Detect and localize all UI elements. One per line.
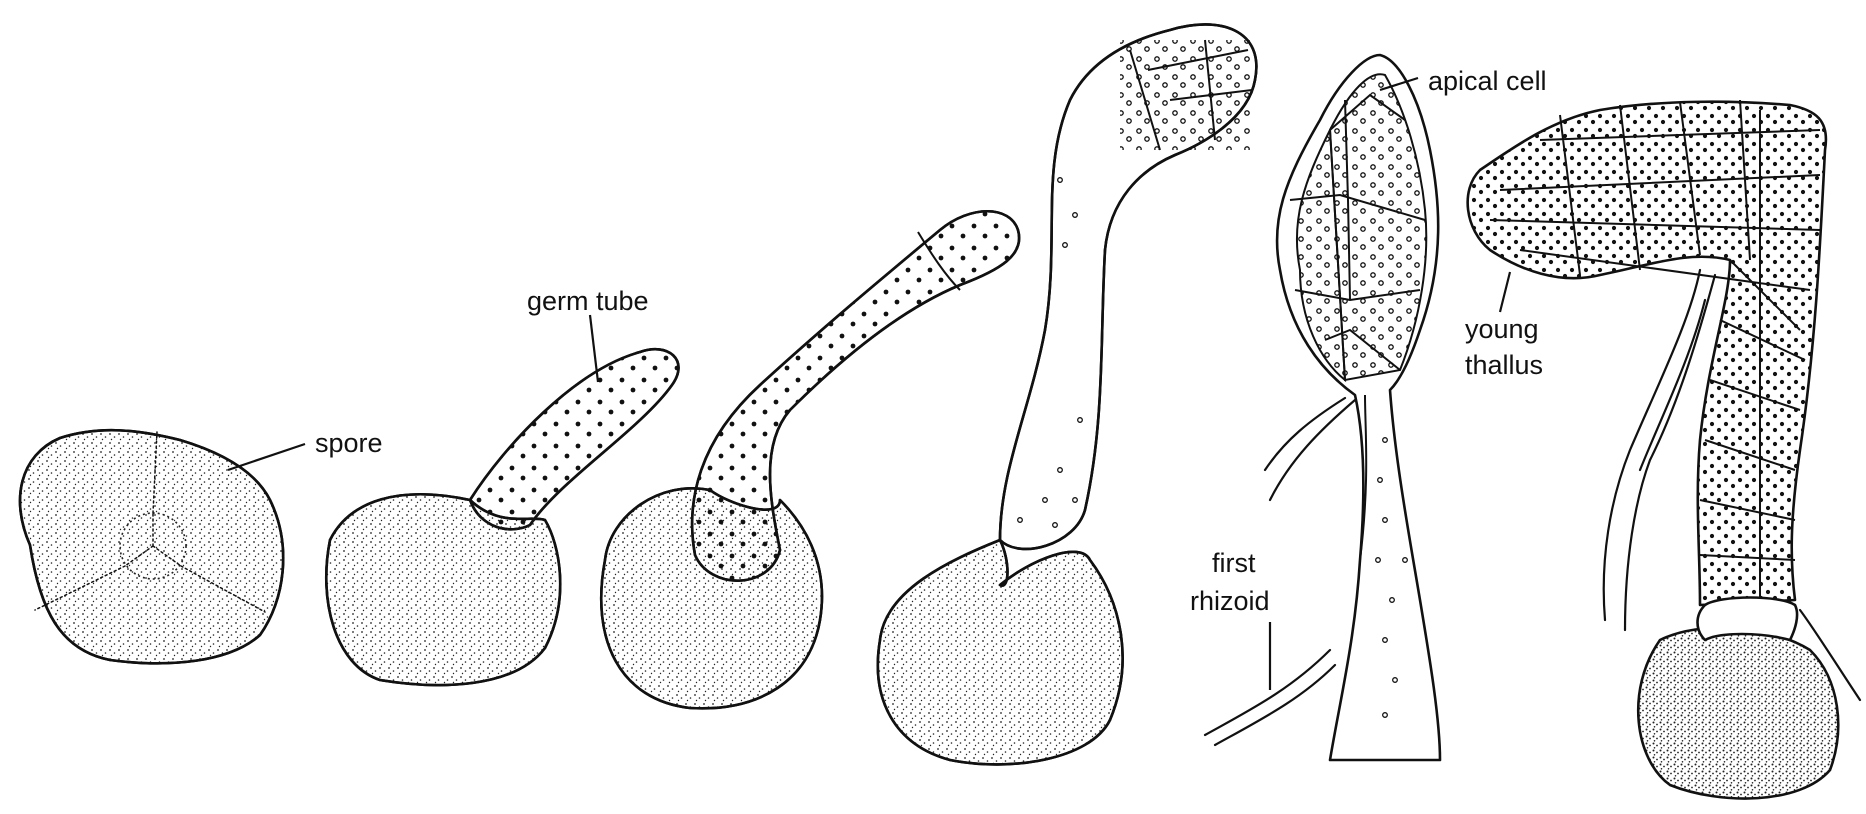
spore-body-4 [878, 540, 1123, 764]
label-young-thallus-line2: thallus [1465, 350, 1543, 380]
germ-tube-3 [692, 211, 1019, 580]
label-first-rhizoid-line1: first [1212, 548, 1256, 578]
spore-body-2 [326, 494, 560, 685]
spore-stage-4 [878, 24, 1257, 764]
leader-young-thallus [1500, 272, 1510, 312]
rhizoid-line-a [1265, 398, 1355, 500]
spore-stage-6 [1468, 100, 1860, 799]
spore-stage-5 [1205, 55, 1440, 760]
spore-body-6 [1638, 628, 1838, 799]
leader-spore [228, 444, 305, 470]
label-first-rhizoid-line2: rhizoid [1190, 586, 1270, 616]
label-young-thallus-line1: young [1465, 314, 1539, 344]
label-spore: spore [315, 428, 383, 458]
label-young-thallus-group: young thallus [1465, 272, 1543, 380]
label-spore-group: spore [228, 428, 383, 470]
label-apical-cell: apical cell [1428, 66, 1547, 96]
spore-neck-6 [1698, 598, 1798, 641]
tube-4-cells [1120, 40, 1250, 150]
label-germ-tube: germ tube [527, 286, 649, 316]
label-first-rhizoid-group: first rhizoid [1190, 548, 1270, 690]
